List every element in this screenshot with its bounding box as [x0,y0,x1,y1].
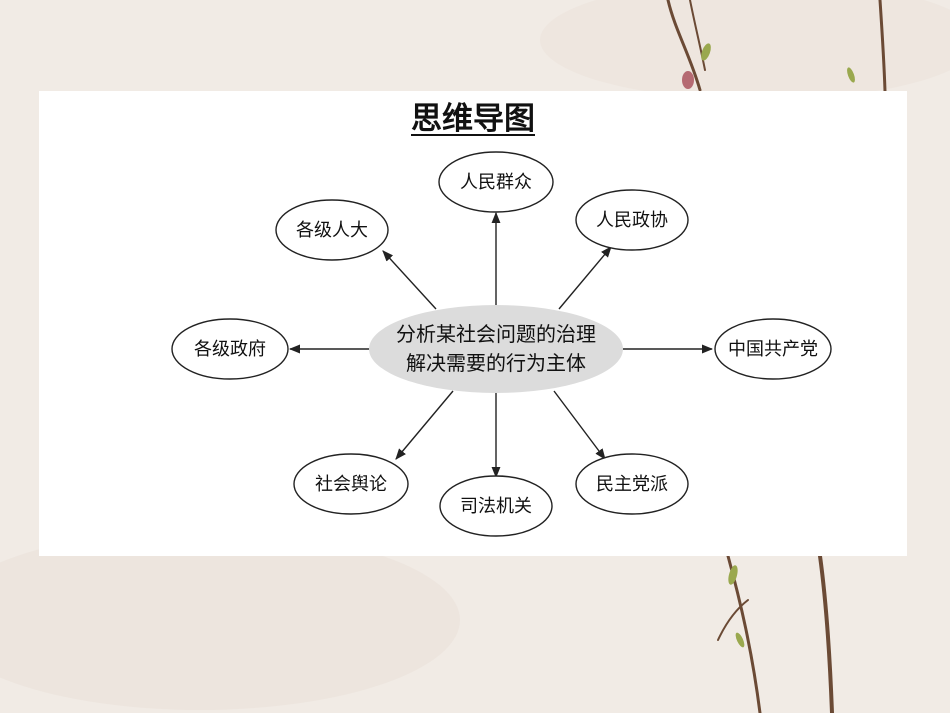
arrow-to-minzhu-dangpai [553,390,606,460]
leaf-decoration [701,43,855,648]
arrow-to-geji-renda [382,250,437,310]
node-sifa-jiguan: 司法机关 [439,475,553,537]
node-zhongguo-gongchandang: 中国共产党 [714,318,832,380]
node-label: 民主党派 [596,474,668,495]
node-geji-zhengfu: 各级政府 [171,318,289,380]
node-label: 各级政府 [194,339,266,360]
node-label: 人民政协 [596,210,668,231]
bud-decoration [682,71,694,89]
diagram-title: 思维导图 [411,101,535,137]
twig-top-decoration [666,0,887,93]
mind-map: 分析某社会问题的治理 解决需要的行为主体 人民群众 人民政协 中国共产党 民主党… [171,151,832,537]
node-label: 人民群众 [460,172,532,193]
node-label: 社会舆论 [315,474,387,495]
center-line-2: 解决需要的行为主体 [406,351,586,375]
node-renmin-qunzhong: 人民群众 [438,151,554,213]
node-label: 司法机关 [460,496,532,517]
node-geji-renda: 各级人大 [275,199,389,261]
node-renmin-zhengxie: 人民政协 [575,189,689,251]
diagram-card: 思维导图 分析某社会问题的治理 解决需要的行为主体 人民群众 [39,91,907,556]
node-label: 各级人大 [296,220,368,241]
node-minzhu-dangpai: 民主党派 [575,453,689,515]
arrow-to-shehui-yulun [395,390,454,460]
node-shehui-yulun: 社会舆论 [293,453,409,515]
arrow-to-renmin-zhengxie [558,246,612,310]
center-line-1: 分析某社会问题的治理 [396,322,596,346]
center-node: 分析某社会问题的治理 解决需要的行为主体 [369,305,623,393]
node-label: 中国共产党 [728,339,818,360]
connectors [288,211,714,479]
